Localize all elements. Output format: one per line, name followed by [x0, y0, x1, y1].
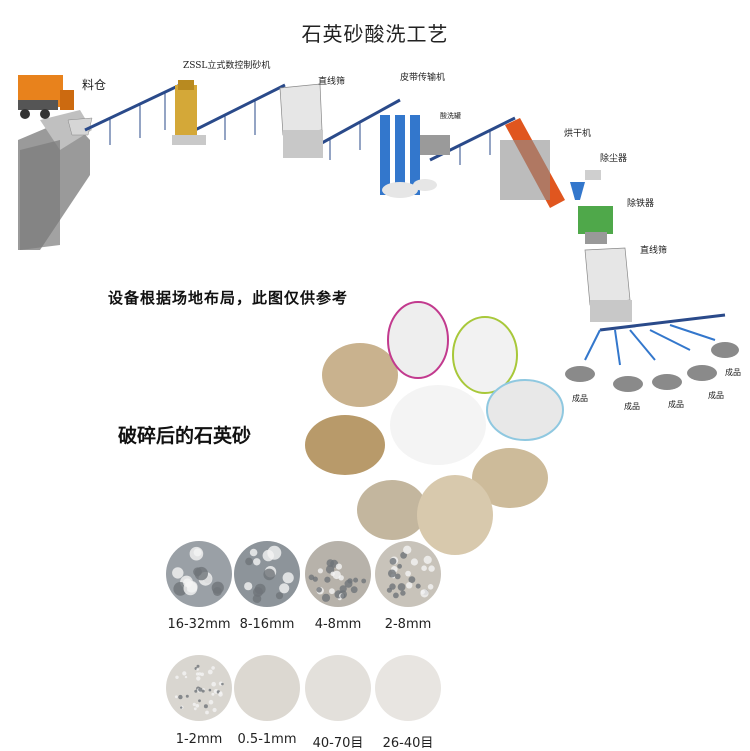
grading-label: 40-70目	[312, 736, 364, 751]
grading-sample-1	[234, 541, 300, 607]
label-output-1: 成品	[725, 368, 741, 377]
grading-sample-7	[375, 655, 441, 721]
grading-label: 8-16mm	[239, 617, 295, 632]
grading-label: 2-8mm	[384, 617, 432, 632]
dust-collector	[570, 170, 601, 200]
acid-wash-unit	[380, 115, 450, 198]
vibrating-screen-2	[584, 247, 632, 322]
grading-label: 16-32mm	[167, 617, 231, 632]
output-chutes	[584, 324, 716, 366]
layout-note: 设备根据场地布局，此图仅供参考	[108, 289, 349, 307]
conveyor-supports	[109, 92, 491, 165]
grading-sample-6	[305, 655, 371, 721]
grading-sample-2	[305, 541, 371, 607]
rotary-dryer	[500, 118, 565, 208]
label-output-4: 成品	[668, 400, 684, 409]
label-iron-remover: 除铁器	[627, 199, 655, 209]
label-acid-tank: 酸洗罐	[440, 112, 461, 120]
label-screen-1: 直线筛	[318, 77, 346, 87]
sand-sample-flower	[305, 301, 564, 555]
label-sand-maker: ZSSL立式数控制砂机	[183, 61, 271, 71]
grading-circle	[375, 655, 441, 721]
crushed-sand-label: 破碎后的石英砂	[118, 425, 252, 447]
grading-sample-4	[166, 655, 232, 721]
iron-remover	[578, 206, 613, 244]
label-output-5: 成品	[708, 391, 724, 400]
vibrating-screen-1	[279, 83, 323, 158]
grading-circle	[234, 655, 300, 721]
grading-sample-0	[166, 541, 232, 607]
grading-circle	[305, 655, 371, 721]
label-screen-2: 直线筛	[640, 246, 668, 256]
label-output-3: 成品	[624, 402, 640, 411]
page-title: 石英砂酸洗工艺	[301, 22, 449, 46]
sand-maker-machine	[172, 80, 206, 145]
label-dust-collector: 除尘器	[600, 154, 628, 164]
hopper-machine	[67, 117, 93, 136]
label-output-2: 成品	[572, 394, 588, 403]
label-hopper: 料仓	[82, 78, 107, 92]
grading-label: 4-8mm	[314, 617, 362, 632]
label-belt-conveyor: 皮带传输机	[400, 73, 446, 83]
grading-sample-3	[375, 541, 441, 607]
label-dryer: 烘干机	[564, 129, 592, 139]
dump-truck	[18, 75, 74, 119]
grading-label: 0.5-1mm	[237, 732, 297, 747]
grading-sample-5	[234, 655, 300, 721]
grading-label: 26-40目	[382, 736, 434, 751]
grading-label: 1-2mm	[175, 732, 223, 747]
output-piles	[565, 342, 739, 392]
